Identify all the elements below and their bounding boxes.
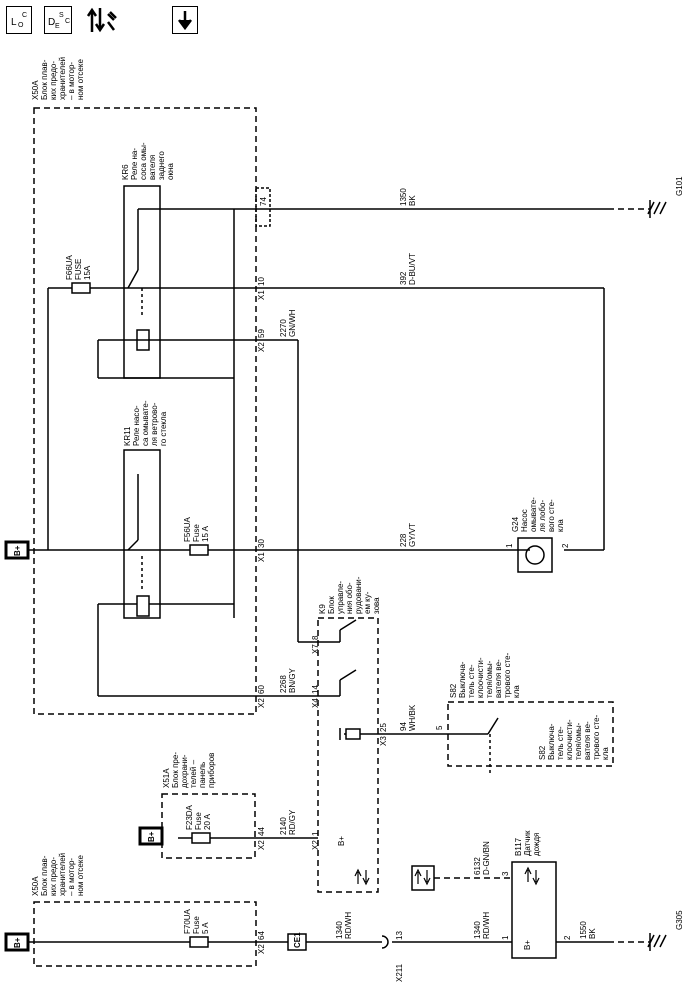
x51a-label: X51A Блок пре- дохрани- телей – панель п…	[162, 750, 216, 788]
conn-x3-25: X3 25	[379, 723, 388, 746]
location-main: L	[11, 17, 17, 28]
ground-g305-label: G305	[675, 910, 684, 930]
wire-6132-label: 6132 D-GN/BN	[473, 841, 491, 875]
conn-x2-64: X2 64	[257, 931, 266, 954]
wire-228-label: 228 GY/VT	[399, 523, 417, 547]
fuse-f23da-label: F23DA Fuse 20 A	[185, 803, 212, 830]
wire-2268-label: 2268 BN/GY	[279, 667, 297, 693]
k9-bplus: B+	[337, 836, 346, 846]
pin-74: 74	[259, 197, 268, 206]
description-sup2: C	[65, 18, 71, 25]
fuse-f70ua-label: F70UA Fuse 5 A	[183, 907, 210, 934]
conn-x2-60: X2 60	[257, 685, 266, 708]
bplus-x51a: B+	[147, 831, 156, 842]
wire-2270-label: 2270 GN/WH	[279, 309, 297, 337]
fuse-f66ua-label: F66UA FUSE 15A	[65, 253, 92, 280]
g24-pin-2: 2	[561, 543, 570, 548]
conn-x2-59: X2 59	[257, 329, 266, 352]
ce1-label: CE1	[293, 932, 302, 948]
b117-pin-3: 3	[501, 871, 510, 876]
x50a-bottom-title: X50A Блок плав- ких предо- хранителей – …	[31, 851, 85, 896]
wire-1340a-label: 1340 RD/WH	[335, 912, 353, 939]
connector-swap-icon[interactable]	[86, 4, 118, 36]
conn-x211: X211	[395, 963, 404, 982]
g24-pin-1: 1	[505, 543, 514, 548]
location-sub: O	[18, 22, 24, 29]
s82-label-top: S82 Выключа- тель сте- клоочисти- теля/о…	[449, 650, 521, 698]
location-sup: C	[22, 12, 28, 19]
conn-x1-30: X1 30	[257, 539, 266, 562]
wire-2140-label: 2140 RD/GY	[279, 809, 297, 835]
wire-94-label: 94 WH/BK	[399, 704, 417, 731]
kr11-label: KR11 Реле насо- са омывате- ля ветрово- …	[123, 398, 168, 446]
description-button[interactable]: D E S C	[44, 6, 72, 34]
location-button[interactable]: L O C	[6, 6, 32, 34]
conn-x2-1: X2 1	[311, 831, 320, 850]
bplus-main: B+	[13, 545, 22, 556]
conn-x1-10: X1 10	[257, 277, 266, 300]
description-sup: S	[59, 12, 64, 19]
ground-g101-label: G101	[675, 176, 684, 196]
comm-arrows-icon	[354, 866, 540, 886]
b117-bplus: B+	[523, 940, 532, 950]
wire-1340b-label: 1340 RD/WH	[473, 912, 491, 939]
conn-x7-8: X7 8	[311, 635, 320, 654]
s82-pin-5: 5	[435, 725, 444, 730]
g24-label: G24 Насос омывате- ля лобо- вого сте- кл…	[511, 495, 565, 532]
b117-pin-2: 2	[563, 935, 572, 940]
down-arrow-button[interactable]	[172, 6, 198, 34]
wire-1550-label: 1550 BK	[579, 919, 597, 939]
wire-392-label: 392 D-BU/VT	[399, 253, 417, 285]
kr6-label: KR6 Реле на- соса омы- вателя заднего ок…	[121, 140, 175, 180]
b117-label: B117 Датчик дождя	[514, 828, 541, 856]
x50a-top-title: X50A Блок плав- ких предо- хранителей – …	[31, 55, 85, 100]
conn-x4-14: X4 14	[311, 685, 320, 708]
description-sub: E	[55, 23, 60, 30]
k9-label: K9 Блок управле- ния обо- рудовани- ем к…	[318, 574, 381, 614]
conn-x2-44: X2 44	[257, 827, 266, 850]
b117-pin-1: 1	[501, 935, 510, 940]
s82-label-inner: S82 Выключа- тель сте- клоочисти- теля/о…	[538, 712, 610, 760]
description-main: D	[48, 17, 56, 28]
pin-13: 13	[395, 931, 404, 940]
down-arrow-icon	[178, 11, 192, 31]
wire-1350-label: 1350 BK	[399, 186, 417, 206]
bplus-x50a-bottom: B+	[13, 937, 22, 948]
fuse-f56ua-label: F56UA Fuse 15 A	[183, 515, 210, 542]
